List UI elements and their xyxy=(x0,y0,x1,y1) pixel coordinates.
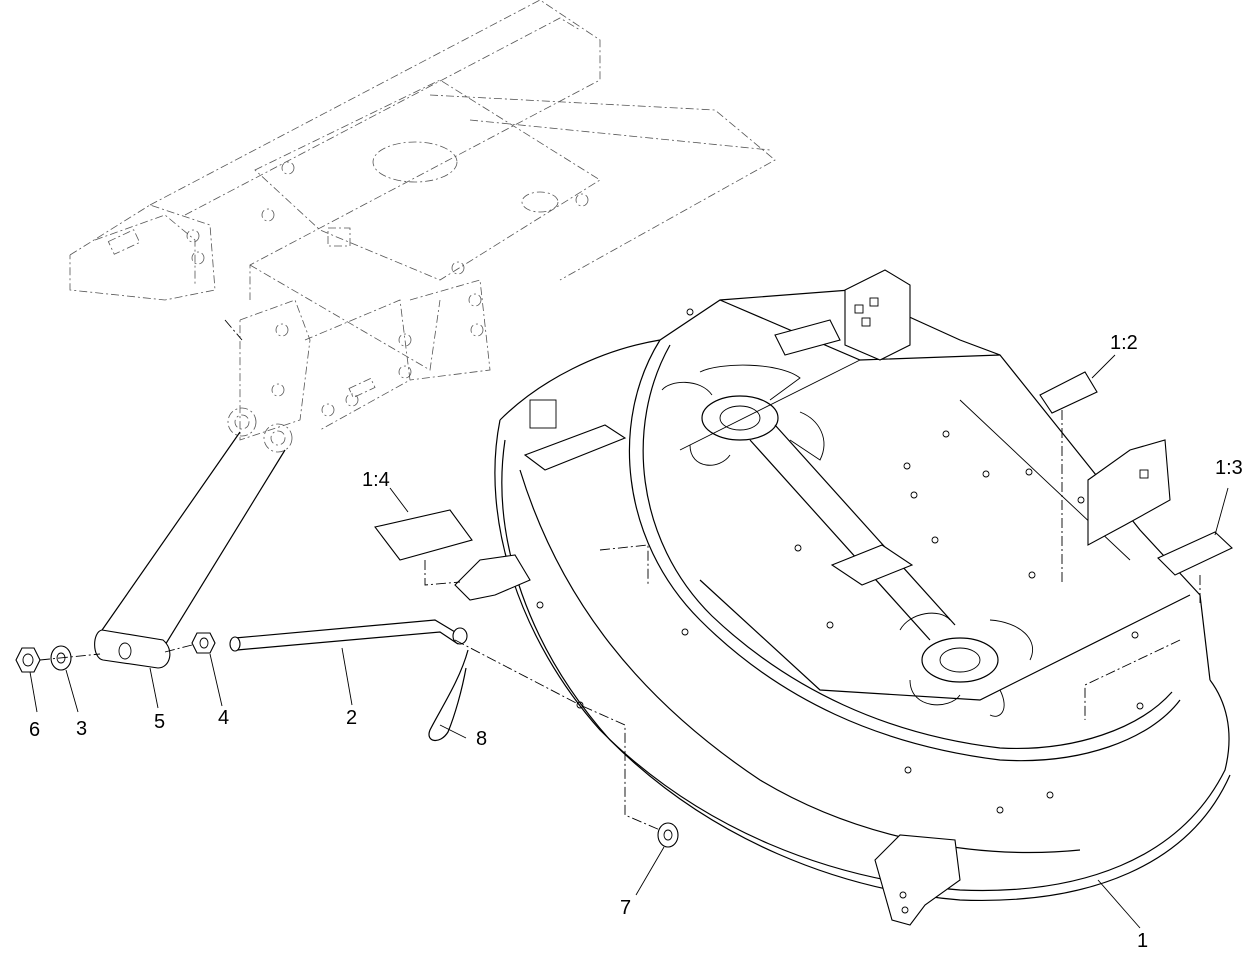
nut-part-4 xyxy=(191,632,216,654)
callout-8: 8 xyxy=(476,728,487,750)
washer-part-7 xyxy=(657,822,679,848)
callout-7: 7 xyxy=(620,897,631,919)
callout-4: 4 xyxy=(218,707,229,729)
nut-part-6 xyxy=(15,647,41,673)
decal-1-2 xyxy=(1039,371,1098,414)
callout-1-2: 1:2 xyxy=(1110,332,1138,354)
decal-1-4 xyxy=(374,509,473,561)
callout-1-3: 1:3 xyxy=(1215,457,1243,479)
lift-arm-part-5 xyxy=(94,431,286,669)
mower-deck xyxy=(454,269,1231,926)
callout-1-4: 1:4 xyxy=(362,469,390,491)
decal-1-1 xyxy=(774,319,841,356)
callout-6: 6 xyxy=(29,719,40,741)
callout-5: 5 xyxy=(154,711,165,733)
decal-deck-center xyxy=(523,424,627,471)
rod-part-2 xyxy=(229,619,468,652)
callout-3: 3 xyxy=(76,718,87,740)
leader-lines xyxy=(29,354,1229,929)
callout-2: 2 xyxy=(346,707,357,729)
assembly-centerlines xyxy=(39,319,1201,831)
callout-1: 1 xyxy=(1137,930,1148,952)
hairpin-clip-part-8 xyxy=(428,649,469,741)
tractor-frame-phantom xyxy=(69,0,776,453)
decal-1-3 xyxy=(1157,531,1233,576)
